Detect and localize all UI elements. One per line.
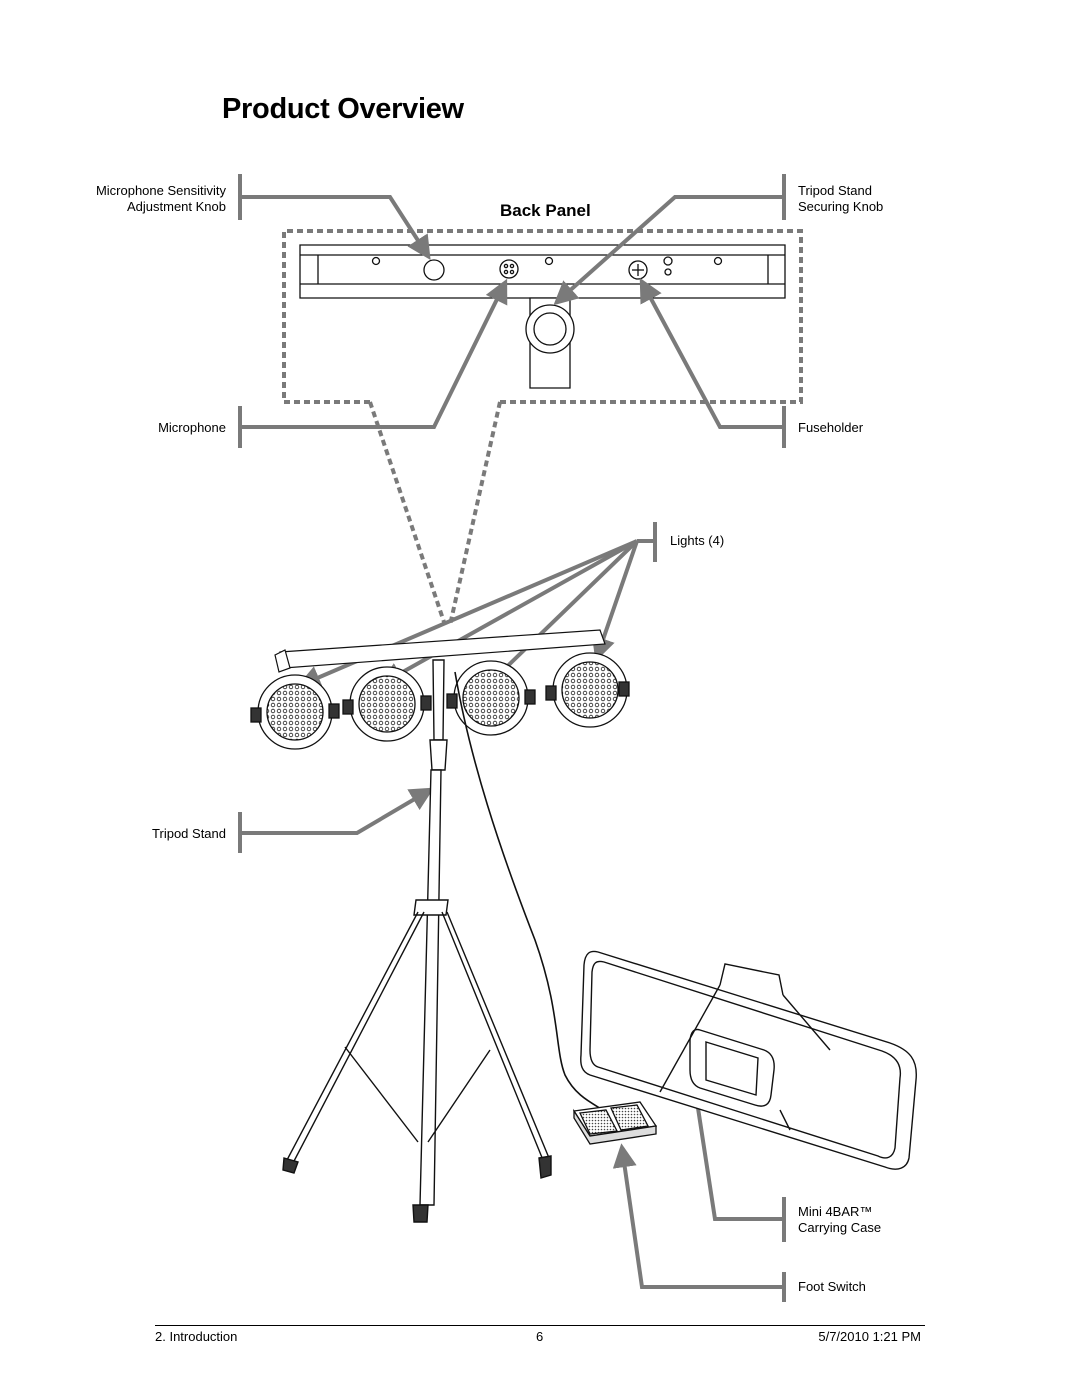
foot-switch (572, 1101, 658, 1145)
screw-icon (544, 256, 554, 266)
callout-tripod-knob-line1: Tripod Stand (798, 183, 872, 198)
callout-mic-knob-line2: Adjustment Knob (126, 199, 226, 214)
callout-lights: Lights (4) (670, 533, 725, 548)
screw-icon (371, 256, 381, 266)
callout-fuseholder: Fuseholder (798, 420, 864, 435)
callout-tripod-stand: Tripod Stand (152, 826, 226, 841)
carrying-case (580, 950, 917, 1170)
callout-tripod-knob: Tripod Stand Securing Knob (798, 183, 883, 215)
power-symbol-icon (663, 256, 673, 266)
light-bar (274, 629, 606, 673)
cable (454, 671, 604, 1111)
callout-mic-knob-line1: Microphone Sensitivity (95, 183, 226, 198)
callout-mic-knob: Microphone Sensitivity Adjustment Knob (60, 183, 226, 215)
callout-carrying-case-line1: Mini 4BAR™ (798, 1204, 873, 1219)
callout-carrying-case-line2: Carrying Case (798, 1220, 882, 1235)
callout-foot-switch: Foot Switch (798, 1279, 866, 1294)
mic-knob-icon (423, 259, 445, 281)
page-title: Product Overview (222, 93, 464, 125)
footer-date: 5/7/2010 1:21 PM (818, 1329, 921, 1344)
screw-icon (713, 256, 723, 266)
callout-tripod-knob-line2: Securing Knob (798, 199, 884, 214)
led-light (342, 666, 432, 742)
footer-section: 2. Introduction (155, 1329, 238, 1344)
tripod-stand (282, 659, 552, 1223)
back-panel-label: Back Panel (500, 201, 591, 220)
footer-page-number: 6 (536, 1329, 544, 1344)
tripod-bracket (525, 297, 575, 389)
callout-carrying-case: Mini 4BAR™ Carrying Case (798, 1204, 881, 1236)
back-panel-bar (299, 244, 786, 299)
led-light (250, 674, 340, 750)
microphone-icon (499, 259, 519, 279)
led-light (446, 660, 536, 736)
page-footer: 2. Introduction 6 5/7/2010 1:21 PM (155, 1325, 925, 1344)
back-panel-dashed-outline (282, 229, 803, 626)
callout-microphone: Microphone (158, 420, 226, 435)
led-light (545, 652, 630, 728)
